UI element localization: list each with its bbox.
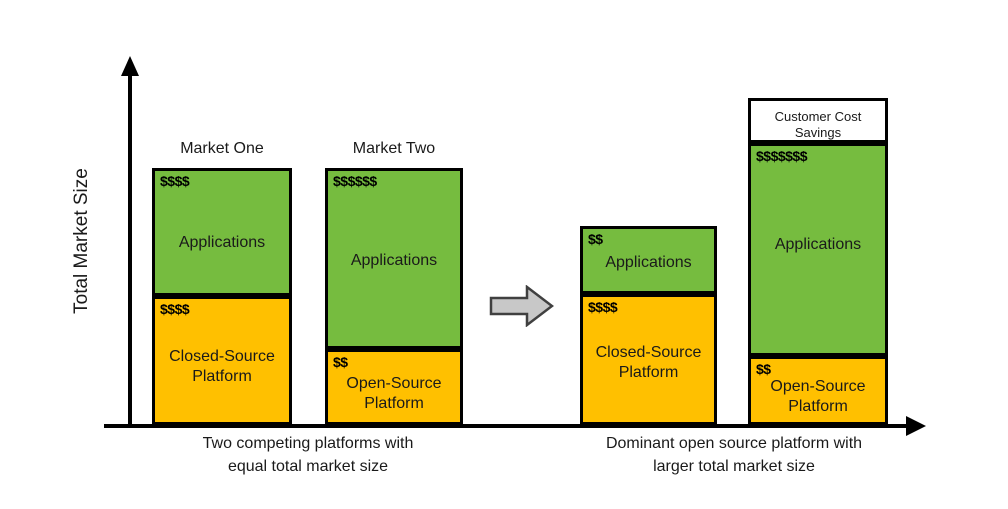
segment-money-label: $$$$	[160, 301, 190, 317]
y-axis-arrowhead-icon	[121, 56, 139, 76]
segment-market-two-open-source-platform: $$ Open-Source Platform	[325, 349, 463, 425]
segment-market-one-closed-source-platform: $$$$ Closed-Source Platform	[152, 296, 292, 425]
x-caption-left: Two competing platforms with equal total…	[202, 435, 414, 476]
segment-title: Applications	[350, 252, 438, 269]
segment-title: Customer Cost Savings	[774, 109, 862, 141]
segment-money-label: $$$$	[160, 173, 190, 189]
segment-market-two-applications: $$$$$$ Applications	[325, 168, 463, 349]
segment-open-source-market-applications: $$$$$$$ Applications	[748, 143, 888, 356]
segment-title: Open-Source Platform	[346, 375, 442, 412]
segment-title: Closed-Source Platform	[595, 344, 702, 381]
x-axis-arrowhead-icon	[906, 416, 926, 436]
segment-open-source-market-open-source-platform: $$ Open-Source Platform	[748, 356, 888, 425]
segment-market-one-applications: $$$$ Applications	[152, 168, 292, 296]
segment-money-label: $$$$$$	[333, 173, 377, 189]
segment-money-label: $$$$$$$	[756, 148, 808, 164]
segment-title: Closed-Source Platform	[169, 348, 275, 385]
segment-closed-source-market-closed-source-platform: $$$$ Closed-Source Platform	[580, 294, 717, 425]
x-axis-line	[104, 424, 910, 428]
segment-money-label: $$$$	[588, 299, 618, 315]
segment-money-label: $$	[588, 231, 603, 247]
segment-title: Applications	[774, 236, 862, 253]
bar-caption-market-one: Market One	[180, 140, 264, 157]
y-axis-title: Total Market Size	[71, 168, 92, 314]
segment-title: Open-Source Platform	[770, 378, 866, 415]
transition-arrow-icon	[489, 285, 554, 327]
bar-caption-market-two: Market Two	[352, 140, 436, 157]
segment-open-source-market-customer-cost-savings: Customer Cost Savings	[748, 98, 888, 143]
segment-money-label: $$	[333, 354, 348, 370]
x-caption-right: Dominant open source platform with large…	[605, 435, 863, 476]
segment-title: Applications	[178, 234, 266, 251]
segment-title: Applications	[605, 254, 692, 271]
y-axis-line	[128, 72, 132, 428]
segment-closed-source-market-applications: $$ Applications	[580, 226, 717, 294]
segment-money-label: $$	[756, 361, 771, 377]
